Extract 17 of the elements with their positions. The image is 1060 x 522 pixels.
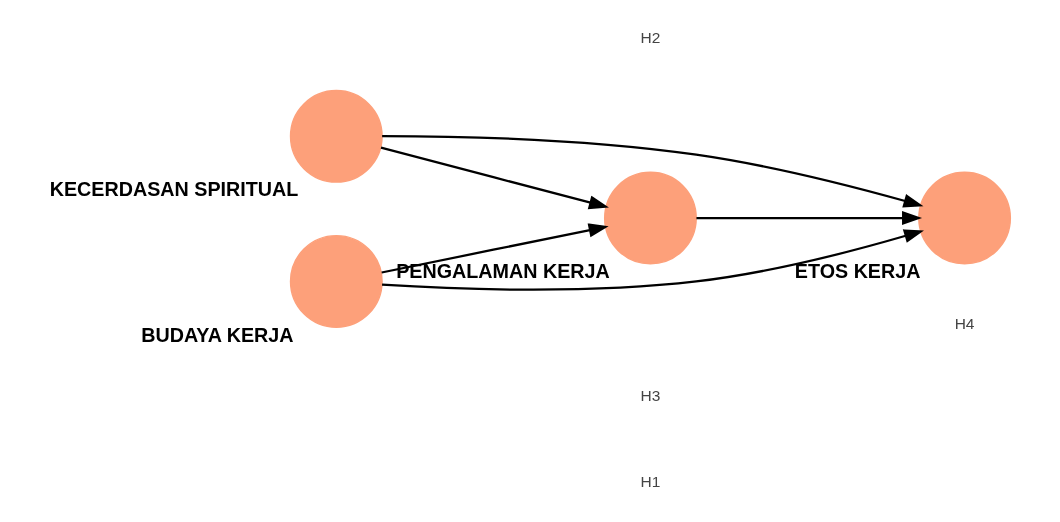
node-circle [603,171,697,265]
node-label: ETOS KERJA [794,260,921,283]
node-label: BUDAYA KERJA [141,323,294,346]
arrow [696,211,923,226]
node-label: PENGALAMAN KERJA [396,260,610,283]
arrow [382,229,924,291]
label: H2 [640,29,661,47]
node-label: KECERDASAN SPIRITUAL [49,178,299,201]
node-circle [289,234,383,328]
arrow [381,223,609,274]
arrow [382,134,924,208]
label: H1 [640,472,661,490]
node-circle [918,171,1012,265]
arrow [380,146,609,210]
label: H3 [640,386,661,404]
node-circle [289,89,383,183]
label: H4 [954,315,975,333]
